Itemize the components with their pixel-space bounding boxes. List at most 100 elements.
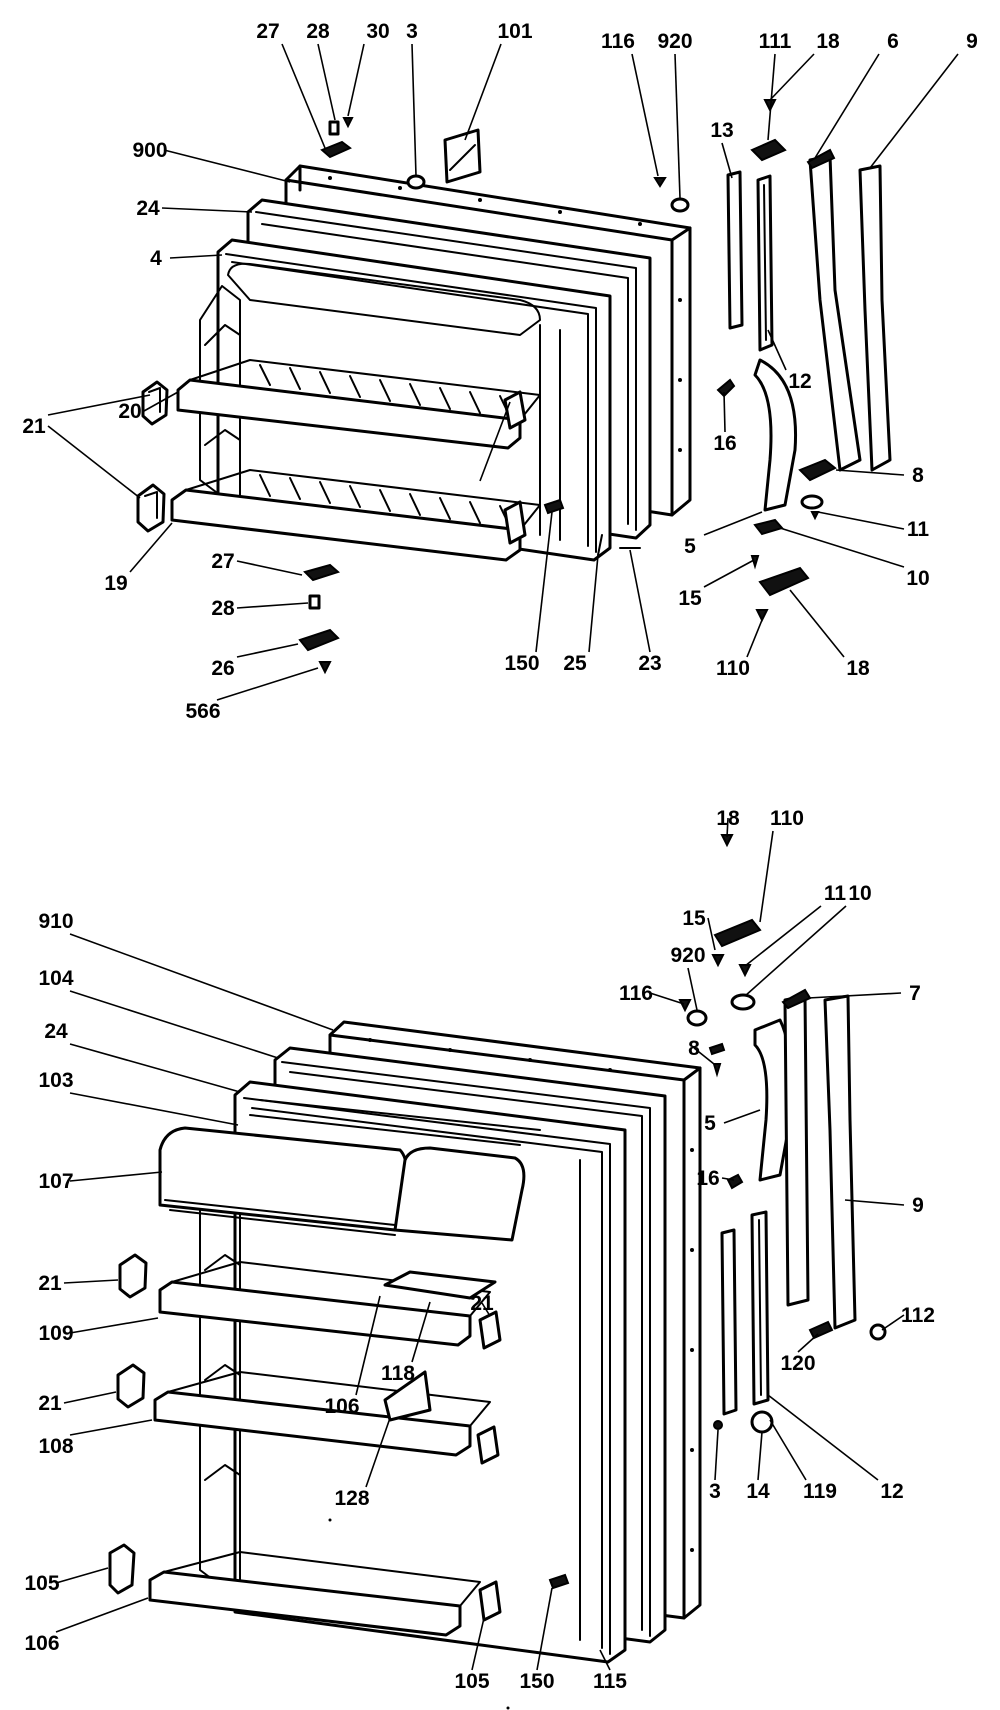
callout-119: 119 [803, 1480, 837, 1503]
callout-105: 105 [24, 1572, 59, 1595]
callout-26: 26 [211, 657, 234, 680]
leader-27 [281, 43, 326, 149]
callout-11: 11 [824, 882, 847, 905]
leader-9 [869, 53, 959, 169]
callout-21: 21 [38, 1272, 62, 1295]
leader-21 [47, 394, 151, 416]
leader-12 [767, 1394, 879, 1481]
callout-106: 106 [24, 1632, 59, 1655]
leader-19 [129, 522, 173, 573]
leader-128 [365, 1417, 391, 1488]
door-liner-103 [199, 1080, 627, 1664]
callout-24: 24 [136, 197, 160, 220]
leader-28 [236, 602, 309, 609]
leader-21 [63, 1279, 119, 1284]
leader-566 [216, 667, 319, 701]
leader-103 [69, 1092, 239, 1126]
callout-101: 101 [497, 20, 532, 43]
leader-7 [807, 992, 902, 999]
callout-16: 16 [696, 1167, 719, 1190]
callout-20: 20 [118, 400, 141, 423]
callout-27: 27 [211, 550, 234, 573]
callout-21: 21 [470, 1292, 494, 1315]
callout-9: 9 [912, 1194, 924, 1217]
callout-106: 106 [324, 1395, 359, 1418]
callout-8: 8 [912, 464, 924, 487]
leader-16 [721, 1177, 735, 1181]
leader-20 [143, 391, 179, 412]
leader-6 [814, 53, 880, 159]
leader-3 [714, 1429, 719, 1481]
leader-26 [236, 643, 299, 658]
leader-108 [69, 1419, 153, 1436]
leader-116 [649, 992, 685, 1005]
leader-14 [757, 1431, 763, 1481]
door-shelf-20 [176, 359, 541, 450]
dairy-compartment-107 [158, 1099, 541, 1242]
leader-18 [726, 817, 729, 838]
callout-900: 900 [132, 139, 167, 162]
leader-5 [703, 511, 763, 536]
leader-extra [479, 401, 511, 482]
leader-11 [817, 511, 905, 530]
callout-150: 150 [504, 652, 539, 675]
callout-8: 8 [688, 1037, 700, 1060]
leader-106 [55, 1597, 149, 1633]
callout-25: 25 [563, 652, 587, 675]
leader-18 [769, 53, 815, 101]
leader-105 [471, 1617, 485, 1671]
callout-566: 566 [185, 700, 220, 723]
leader-118 [411, 1301, 431, 1363]
callout-28: 28 [306, 20, 330, 43]
leader-lines [47, 43, 959, 1671]
leader-extra [47, 425, 141, 499]
callout-108: 108 [38, 1435, 73, 1458]
callout-5: 5 [704, 1112, 716, 1135]
callout-4: 4 [150, 247, 162, 270]
leader-30 [347, 43, 365, 117]
leader-119 [769, 1419, 807, 1481]
shelf-end-cap-21 [136, 380, 527, 545]
callout-109: 109 [38, 1322, 73, 1345]
leader-111 [767, 53, 776, 141]
callout-103: 103 [38, 1069, 73, 1092]
leader-8 [693, 1047, 715, 1065]
leader-10 [779, 527, 905, 568]
callout-21: 21 [22, 415, 46, 438]
leader-110 [746, 619, 763, 658]
callout-112: 112 [901, 1304, 935, 1327]
leader-109 [69, 1317, 159, 1334]
leader-920 [674, 53, 681, 199]
freezer-door-assembly [136, 99, 892, 675]
callout-116: 116 [601, 30, 635, 53]
leader-101 [464, 43, 502, 141]
leader-107 [69, 1171, 163, 1182]
leader-3 [411, 43, 417, 177]
callout-5: 5 [684, 535, 696, 558]
callout-9: 9 [966, 30, 978, 53]
callout-10: 10 [848, 882, 871, 905]
leader-106 [355, 1295, 381, 1396]
leader-910 [69, 933, 334, 1031]
leader-18 [789, 589, 845, 658]
leader-9 [844, 1199, 905, 1206]
callout-18: 18 [846, 657, 870, 680]
callout-14: 14 [746, 1480, 770, 1503]
callout-115: 115 [593, 1670, 627, 1693]
callout-110: 110 [716, 657, 750, 680]
leader-11 [744, 905, 822, 967]
callout-30: 30 [366, 20, 389, 43]
callout-10: 10 [906, 567, 929, 590]
callout-118: 118 [381, 1362, 415, 1385]
callout-128: 128 [334, 1487, 369, 1510]
callout-910: 910 [38, 910, 73, 933]
callout-3: 3 [709, 1480, 721, 1503]
callout-21: 21 [38, 1392, 62, 1415]
callout-104: 104 [38, 967, 73, 990]
door-shelf-19 [170, 469, 541, 562]
leader-13 [721, 142, 733, 179]
leader-110 [759, 830, 774, 923]
